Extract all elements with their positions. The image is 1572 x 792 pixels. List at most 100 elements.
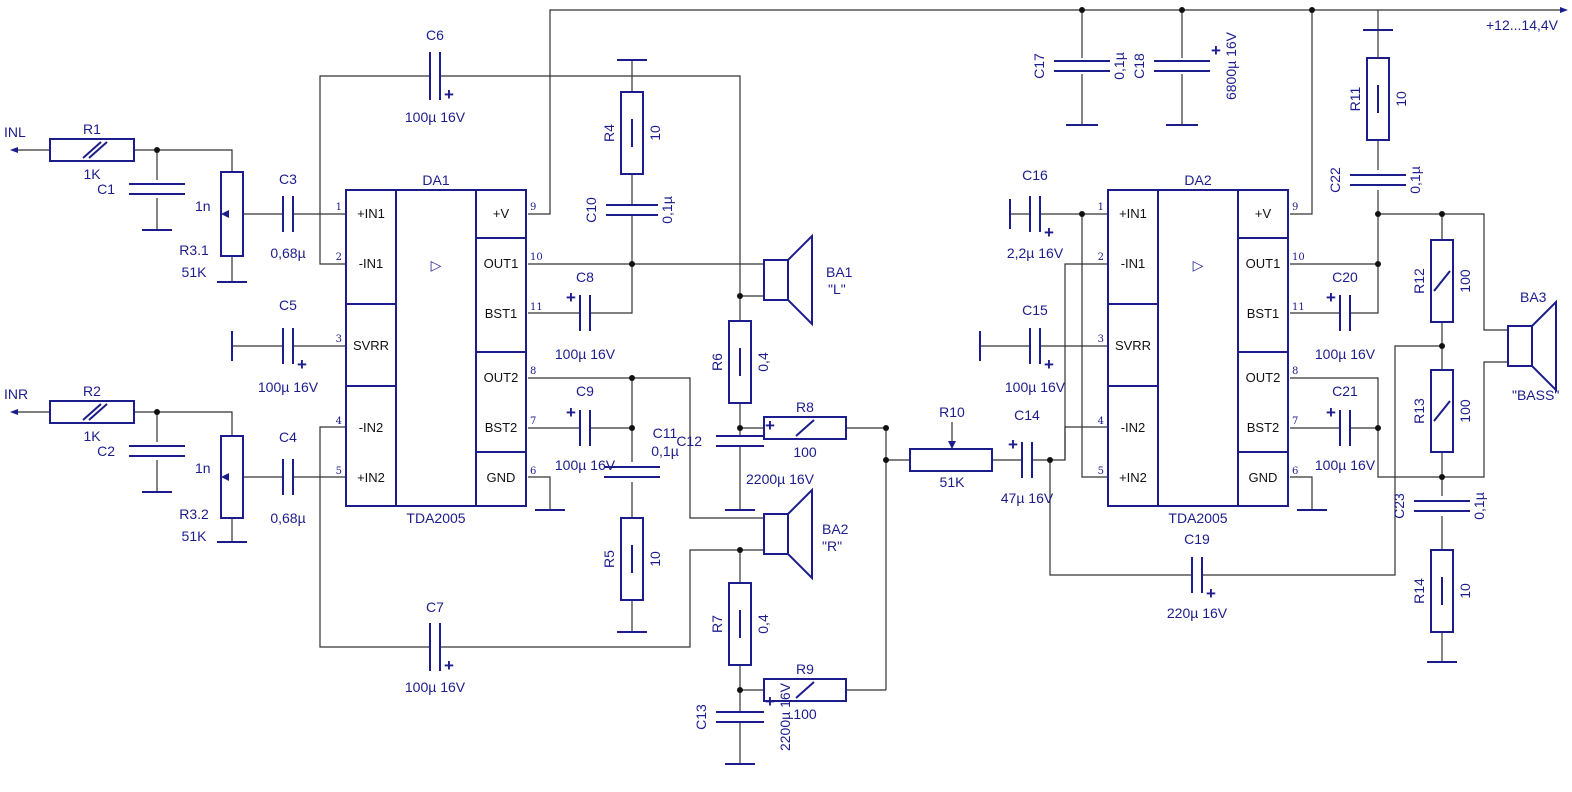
component-ref: R3.1 xyxy=(179,242,209,258)
pin-number: 9 xyxy=(1292,202,1298,213)
pin-name: +IN1 xyxy=(357,206,385,221)
component-value: 0,1µ xyxy=(659,196,675,224)
pin-name: GND xyxy=(487,470,516,485)
junction-dot xyxy=(883,457,889,463)
component-ref: R12 xyxy=(1411,268,1427,294)
component-ref: C9 xyxy=(576,383,594,399)
component-ref: C18 xyxy=(1131,53,1147,79)
component-ref: C12 xyxy=(676,433,702,449)
component-ref: C4 xyxy=(279,429,297,445)
component-ref: C20 xyxy=(1332,269,1358,285)
polarity-mark: + xyxy=(1044,355,1054,374)
junction-dot xyxy=(737,687,743,693)
pin-number: 4 xyxy=(336,416,342,427)
resistor-r9: R9 100 xyxy=(763,661,847,722)
junction-dot xyxy=(737,425,743,431)
pin-name: OUT1 xyxy=(484,256,519,271)
component-value: 100 xyxy=(793,706,817,722)
pin-number: 10 xyxy=(530,252,543,263)
pin-name: -IN1 xyxy=(1121,256,1146,271)
component-value: 220µ 16V xyxy=(1167,605,1228,621)
component-value: 100 xyxy=(1457,399,1473,423)
component-value: 0,1µ xyxy=(1111,52,1127,80)
component-value: 47µ 16V xyxy=(1001,490,1054,506)
junction-dot xyxy=(1375,425,1381,431)
wire xyxy=(1378,213,1443,240)
junction-dot xyxy=(1375,261,1381,267)
component-ref: BA1 xyxy=(826,264,853,280)
ic-ref: DA1 xyxy=(422,172,449,188)
component-value: 0,1µ xyxy=(1471,492,1487,520)
component-ref: C10 xyxy=(583,197,599,223)
component-ref: R8 xyxy=(796,399,814,415)
polarity-mark: + xyxy=(297,355,307,374)
wire xyxy=(1442,213,1508,331)
pin-name: SVRR xyxy=(353,338,389,353)
pin-number: 10 xyxy=(1292,252,1305,263)
junction-dot xyxy=(154,409,160,415)
component-ref: C23 xyxy=(1391,493,1407,519)
speaker-ba3: BA3"BASS" xyxy=(1507,289,1559,403)
component-value: 100µ 16V xyxy=(405,109,466,125)
pin-name: +V xyxy=(493,206,510,221)
wire xyxy=(1064,263,1108,460)
pin-name: OUT1 xyxy=(1246,256,1281,271)
amplifier-triangle-icon: ▷ xyxy=(1193,257,1204,273)
wire xyxy=(440,75,741,258)
wire xyxy=(1442,361,1508,478)
pin-name: OUT2 xyxy=(484,370,519,385)
component-value: 2200µ 16V xyxy=(746,471,815,487)
pin-number: 2 xyxy=(1098,252,1104,263)
component-value: 0,4 xyxy=(755,614,771,634)
pin-number: 5 xyxy=(336,466,342,477)
polarity-mark: + xyxy=(1206,584,1216,603)
junction-dot xyxy=(1375,211,1381,217)
pin-number: 2 xyxy=(336,252,342,263)
component-value: 2200µ 16V xyxy=(777,682,793,751)
ic-ref: DA2 xyxy=(1184,172,1211,188)
wire xyxy=(528,9,1560,215)
pin-number: 6 xyxy=(1292,466,1298,477)
pin-name: OUT2 xyxy=(1246,370,1281,385)
pin-number: 9 xyxy=(530,202,536,213)
wire xyxy=(1290,10,1313,215)
wire xyxy=(1081,214,1108,478)
component-value: "BASS" xyxy=(1512,387,1559,403)
pin-name: SVRR xyxy=(1115,338,1151,353)
component-ref: C14 xyxy=(1014,407,1040,423)
wire xyxy=(528,377,764,519)
wire xyxy=(528,476,551,510)
junction-dot xyxy=(1309,7,1315,13)
component-ref: C1 xyxy=(97,181,115,197)
component-ref: C8 xyxy=(576,269,594,285)
component-ref: R7 xyxy=(709,615,725,633)
pin-name: +IN1 xyxy=(1119,206,1147,221)
junction-dot xyxy=(629,425,635,431)
component-ref: R9 xyxy=(796,661,814,677)
pin-number: 7 xyxy=(1292,416,1298,427)
wire xyxy=(1290,476,1313,510)
component-value: 100µ 16V xyxy=(405,679,466,695)
pin-name: BST1 xyxy=(485,306,518,321)
component-ref: C5 xyxy=(279,297,297,313)
